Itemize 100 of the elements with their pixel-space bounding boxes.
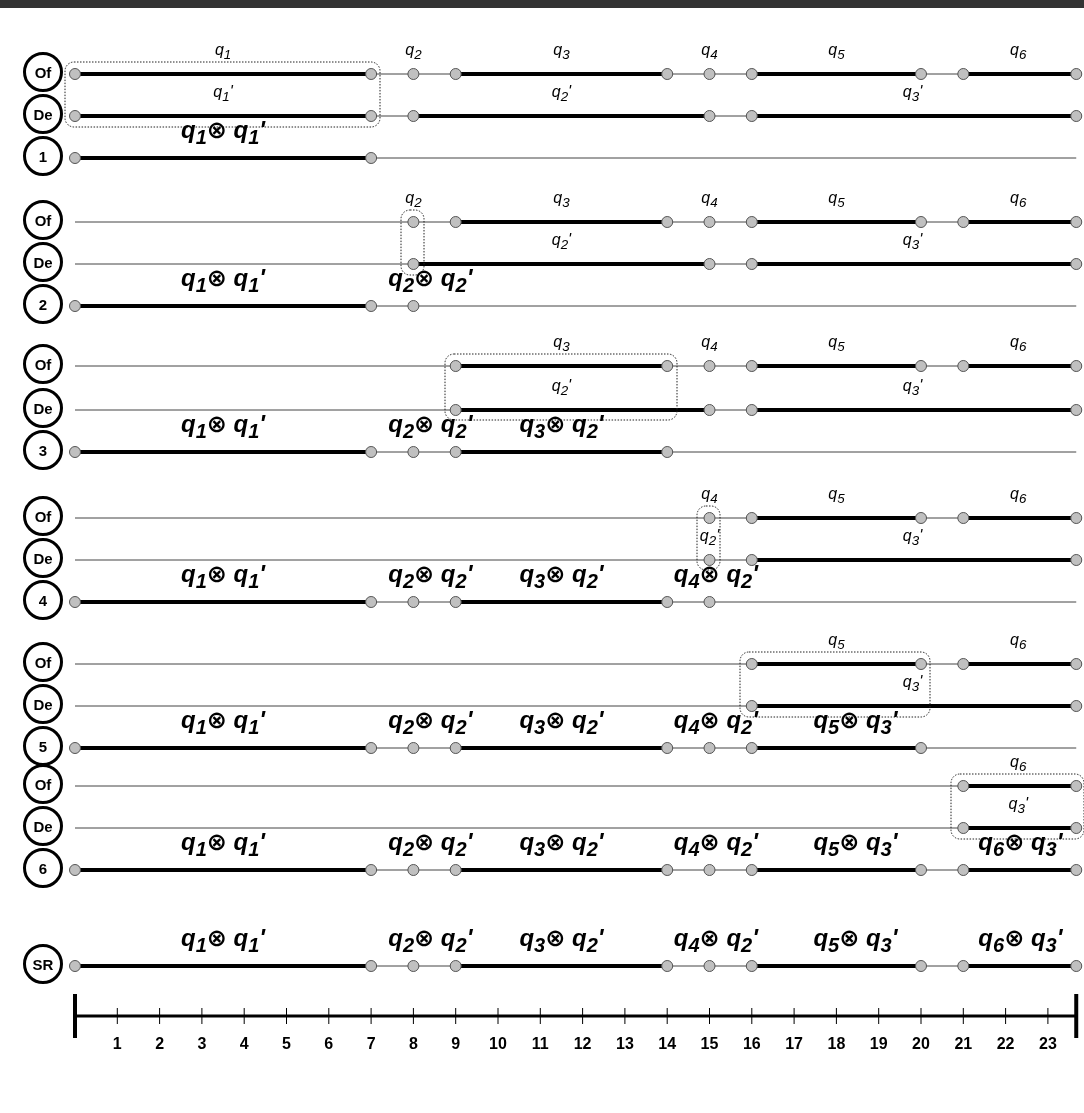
product-label: q$_{4}$⊗ q$_{2}$' (673, 926, 758, 955)
row-label-circle: De (23, 806, 63, 846)
interval-label: q$_{3}$' (902, 674, 923, 694)
product-label: q$_{1}$⊗ q$_{1}$' (181, 926, 266, 955)
interval-label: q$_{5}$ (828, 486, 845, 506)
row-label-circle: Of (23, 344, 63, 384)
interval-label: q$_{3}$' (902, 84, 923, 104)
interval-label: q$_{4}$ (701, 190, 718, 210)
interval-label: q$_{5}$ (828, 190, 845, 210)
product-label: q$_{1}$⊗ q$_{1}$' (181, 708, 266, 737)
product-label: q$_{3}$⊗ q$_{2}$' (519, 412, 604, 441)
row-label-circle: 4 (23, 580, 63, 620)
interval-label: q$_{2}$' (551, 378, 572, 398)
tick-label: 21 (954, 1036, 973, 1052)
product-label: q$_{5}$⊗ q$_{3}$' (813, 830, 898, 859)
product-label: q$_{1}$⊗ q$_{1}$' (181, 412, 266, 441)
interval-label: q$_{6}$ (1010, 632, 1027, 652)
row-label-circle: De (23, 94, 63, 134)
tick-label: 7 (366, 1036, 376, 1052)
row-label-circle: Of (23, 496, 63, 536)
row-label-circle: De (23, 388, 63, 428)
tick-label: 15 (700, 1036, 719, 1052)
tick-label: 18 (827, 1036, 846, 1052)
product-label: q$_{2}$⊗ q$_{2}$' (388, 266, 473, 295)
interval-label: q$_{3}$ (553, 190, 570, 210)
tick-label: 20 (912, 1036, 930, 1052)
interval-label: q$_{2}$' (551, 84, 572, 104)
tick-label: 11 (531, 1036, 549, 1052)
interval-label: q$_{2}$ (405, 42, 422, 62)
product-label: q$_{6}$⊗ q$_{3}$' (978, 926, 1063, 955)
product-label: q$_{3}$⊗ q$_{2}$' (519, 708, 604, 737)
tick-label: 13 (616, 1036, 634, 1052)
product-label: q$_{5}$⊗ q$_{3}$' (813, 926, 898, 955)
tick-label: 3 (197, 1036, 207, 1052)
interval-label: q$_{2}$' (699, 528, 720, 548)
tick-label: 14 (658, 1036, 677, 1052)
product-label: q$_{2}$⊗ q$_{2}$' (388, 926, 473, 955)
interval-label: q$_{6}$ (1010, 42, 1027, 62)
tick-label: 9 (451, 1036, 461, 1052)
interval-label: q$_{6}$ (1010, 486, 1027, 506)
row-label-circle: Of (23, 642, 63, 682)
product-label: q$_{5}$⊗ q$_{3}$' (813, 708, 898, 737)
product-label: q$_{3}$⊗ q$_{2}$' (519, 562, 604, 591)
tick-label: 1 (112, 1036, 122, 1052)
product-label: q$_{1}$⊗ q$_{1}$' (181, 266, 266, 295)
row-label-circle: 5 (23, 726, 63, 766)
product-label: q$_{3}$⊗ q$_{2}$' (519, 926, 604, 955)
tick-label: 12 (573, 1036, 592, 1052)
row-label-circle: Of (23, 200, 63, 240)
interval-label: q$_{3}$' (902, 528, 923, 548)
row-label-circle: 6 (23, 848, 63, 888)
product-label: q$_{4}$⊗ q$_{2}$' (673, 708, 758, 737)
interval-label: q$_{3}$' (902, 378, 923, 398)
interval-label: q$_{5}$ (828, 334, 845, 354)
row-label-circle: De (23, 242, 63, 282)
tick-label: 16 (742, 1036, 761, 1052)
interval-label: q$_{6}$ (1010, 334, 1027, 354)
interval-label: q$_{5}$ (828, 42, 845, 62)
interval-label: q$_{3}$ (553, 334, 570, 354)
tick-label: 4 (239, 1036, 249, 1052)
tick-label: 19 (869, 1036, 888, 1052)
row-label-circle: 1 (23, 136, 63, 176)
row-label-circle: Of (23, 764, 63, 804)
interval-label: q$_{3}$ (553, 42, 570, 62)
tick-label: 10 (489, 1036, 507, 1052)
product-label: q$_{6}$⊗ q$_{3}$' (978, 830, 1063, 859)
interval-label: q$_{1}$ (214, 42, 232, 62)
interval-label: q$_{5}$ (828, 632, 845, 652)
interval-label: q$_{4}$ (701, 486, 718, 506)
tick-label: 6 (324, 1036, 334, 1052)
row-label-circle: 2 (23, 284, 63, 324)
interval-label: q$_{4}$ (701, 334, 718, 354)
product-label: q$_{2}$⊗ q$_{2}$' (388, 830, 473, 859)
product-label: q$_{4}$⊗ q$_{2}$' (673, 830, 758, 859)
product-label: q$_{1}$⊗ q$_{1}$' (181, 118, 266, 147)
row-label-circle: SR (23, 944, 63, 984)
interval-label: q$_{2}$ (405, 190, 422, 210)
tick-label: 5 (282, 1036, 291, 1052)
row-label-circle: 3 (23, 430, 63, 470)
interval-label: q$_{3}$' (1008, 796, 1028, 816)
tick-label: 17 (785, 1036, 803, 1052)
product-label: q$_{1}$⊗ q$_{1}$' (181, 562, 266, 591)
interval-label: q$_{4}$ (701, 42, 718, 62)
product-label: q$_{2}$⊗ q$_{2}$' (388, 562, 473, 591)
product-label: q$_{2}$⊗ q$_{2}$' (388, 708, 473, 737)
product-label: q$_{4}$⊗ q$_{2}$' (673, 562, 758, 591)
product-label: q$_{2}$⊗ q$_{2}$' (388, 412, 473, 441)
row-label-circle: De (23, 684, 63, 724)
row-label-circle: De (23, 538, 63, 578)
interval-label: q$_{3}$' (902, 232, 923, 252)
interval-label: q$_{2}$' (551, 232, 572, 252)
tick-label: 23 (1039, 1036, 1057, 1052)
interval-label: q$_{1}$' (213, 84, 233, 104)
tick-label: 2 (155, 1036, 165, 1052)
interval-label: q$_{6}$ (1010, 190, 1027, 210)
product-label: q$_{3}$⊗ q$_{2}$' (519, 830, 604, 859)
product-label: q$_{1}$⊗ q$_{1}$' (181, 830, 266, 859)
tick-label: 8 (408, 1036, 418, 1052)
row-label-circle: Of (23, 52, 63, 92)
tick-label: 22 (996, 1036, 1015, 1052)
